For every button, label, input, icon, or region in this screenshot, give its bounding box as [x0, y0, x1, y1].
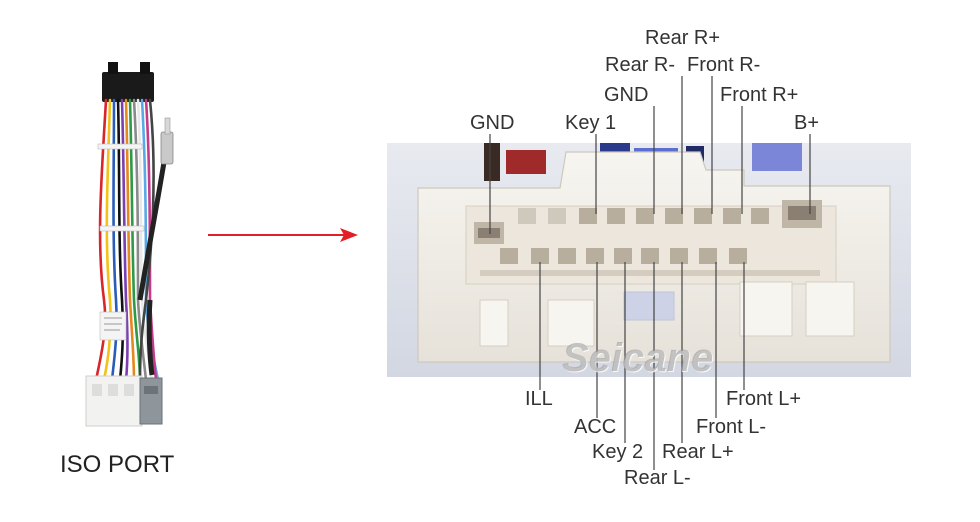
- pin-cavity-bottom: [614, 248, 632, 264]
- label-ill: ILL: [525, 388, 553, 410]
- label-rear-r-plus: Rear R+: [645, 27, 721, 49]
- label-front-l-plus: Front L+: [726, 388, 802, 410]
- leader-lines: [489, 76, 811, 470]
- iso-port-caption: ISO PORT: [60, 451, 175, 478]
- label-front-l-minus: Front L-: [696, 416, 767, 438]
- pin-cavity-top: [636, 208, 654, 224]
- pin-cavity-bottom: [500, 248, 518, 264]
- pin-cavity-bottom: [670, 248, 688, 264]
- pin-cavity-top: [607, 208, 625, 224]
- label-front-r-plus: Front R+: [720, 84, 799, 106]
- brand-watermark: Seicane: [562, 336, 714, 380]
- pin-cavity-bottom: [558, 248, 576, 264]
- label-front-r-minus: Front R-: [687, 54, 761, 76]
- label-key2: Key 2: [592, 441, 644, 463]
- label-gnd-mid: GND: [604, 84, 649, 106]
- label-acc: ACC: [574, 416, 617, 438]
- pin-cavity-bottom: [531, 248, 549, 264]
- pin-cavity-top: [665, 208, 683, 224]
- label-rear-r-minus: Rear R-: [605, 54, 676, 76]
- pin-cavity-top: [723, 208, 741, 224]
- label-b-plus: B+: [794, 112, 820, 134]
- label-rear-l-minus: Rear L-: [624, 467, 691, 489]
- pin-cavity-top: [579, 208, 597, 224]
- pin-cavity-top: [694, 208, 712, 224]
- pin-cavity-top: [518, 208, 536, 224]
- pin-cavity-top: [548, 208, 566, 224]
- wiring-harness-image: [85, 62, 174, 427]
- pin-cavity-top: [751, 208, 769, 224]
- pin-cavity-bottom: [586, 248, 604, 264]
- arrow-icon: [208, 228, 358, 242]
- label-rear-l-plus: Rear L+: [662, 441, 734, 463]
- pin-cavity-bottom: [699, 248, 717, 264]
- pin-cavity-bottom: [641, 248, 659, 264]
- pin-row-top: [518, 208, 769, 224]
- label-gnd-left: GND: [470, 112, 515, 134]
- pin-cavity-bottom: [729, 248, 747, 264]
- pin-row-bottom: [500, 248, 747, 264]
- label-key1: Key 1: [565, 112, 617, 134]
